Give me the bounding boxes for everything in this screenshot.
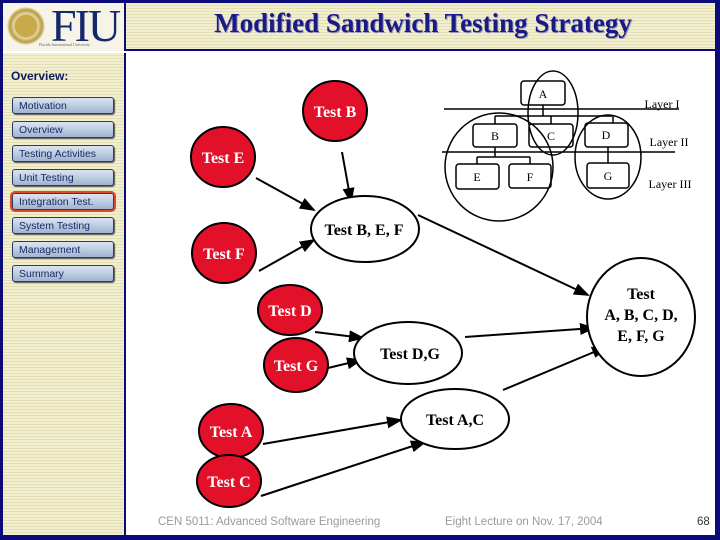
logo-subtext: Florida International University (39, 42, 90, 47)
module-f: F (527, 170, 534, 184)
arrow-dg-to-all (464, 322, 596, 338)
nav-overview[interactable]: Overview (12, 121, 114, 138)
arrow-d-to-dg (314, 330, 365, 343)
nav-management[interactable]: Management (12, 241, 114, 258)
footer-course: CEN 5011: Advanced Software Engineering (158, 516, 381, 528)
group-bef-ellipse (444, 112, 554, 222)
test-b-node (302, 80, 368, 142)
test-ac-label: Test A,C (426, 412, 484, 429)
group-dg-ellipse (574, 114, 642, 200)
test-ac-node (400, 388, 510, 450)
test-f-label: Test F (203, 246, 245, 263)
test-dg-label: Test D,G (380, 346, 440, 363)
module-hierarchy (442, 70, 679, 222)
arrow-bef-to-all (417, 214, 590, 296)
arrows (255, 151, 608, 497)
module-b-box (472, 123, 518, 148)
footer-lecture: Eight Lecture on Nov. 17, 2004 (445, 516, 603, 528)
module-g: G (604, 169, 613, 183)
arrow-a-to-ac (262, 416, 403, 445)
arrow-b-to-bef (341, 151, 355, 204)
test-bef-node (310, 195, 420, 263)
test-d-label: Test D (268, 303, 311, 320)
sidebar-heading: Overview: (11, 69, 69, 83)
slide-header: FIU Florida International University Mod… (0, 0, 720, 51)
module-d-box (584, 122, 629, 148)
module-d: D (602, 128, 611, 142)
module-c: C (547, 129, 555, 143)
logo-text: FIU (51, 0, 121, 51)
module-f-box (508, 163, 552, 189)
nav-testing-activities[interactable]: Testing Activities (12, 145, 114, 162)
test-b-label: Test B (314, 104, 357, 121)
test-f-node (191, 222, 257, 284)
module-e-box (455, 163, 500, 190)
slide-title: Modified Sandwich Testing Strategy (214, 8, 632, 38)
test-e-node (190, 126, 256, 188)
page-number: 68 (697, 516, 710, 528)
arrow-c-to-ac (260, 440, 427, 497)
university-seal-icon (7, 7, 45, 45)
module-a: A (539, 87, 548, 101)
test-e-label: Test E (202, 150, 245, 167)
module-e: E (473, 170, 480, 184)
layer-2-label: Layer II (650, 135, 689, 149)
test-all-label-1: Test (627, 286, 656, 303)
test-a-label: Test A (210, 424, 253, 441)
test-all-node (586, 257, 696, 377)
nav-system-testing[interactable]: System Testing (12, 217, 114, 234)
layer-1-label: Layer I (645, 97, 680, 111)
group-ac-ellipse (527, 70, 579, 156)
arrow-ac-to-all (502, 346, 608, 391)
nav-motivation[interactable]: Motivation (12, 97, 114, 114)
fiu-logo: FIU Florida International University (3, 0, 126, 51)
test-d-node (257, 284, 323, 336)
test-c-node (196, 454, 262, 508)
test-all-label-3: E, F, G (617, 328, 665, 345)
module-c-box (528, 123, 574, 148)
test-all-label-2: A, B, C, D, (604, 307, 677, 324)
nav-unit-testing[interactable]: Unit Testing (12, 169, 114, 186)
module-b: B (491, 129, 499, 143)
module-a-box (520, 80, 566, 106)
module-g-box (586, 162, 630, 189)
test-g-label: Test G (274, 358, 319, 375)
nav-integration-test[interactable]: Integration Test. (10, 191, 116, 212)
nav-summary[interactable]: Summary (12, 265, 114, 282)
arrow-e-to-bef (255, 177, 316, 211)
layer-3-label: Layer III (649, 177, 692, 191)
test-bef-label: Test B, E, F (325, 222, 404, 239)
test-dg-node (353, 321, 463, 385)
test-g-node (263, 337, 329, 393)
arrow-f-to-bef (258, 239, 316, 272)
test-c-label: Test C (207, 474, 250, 491)
